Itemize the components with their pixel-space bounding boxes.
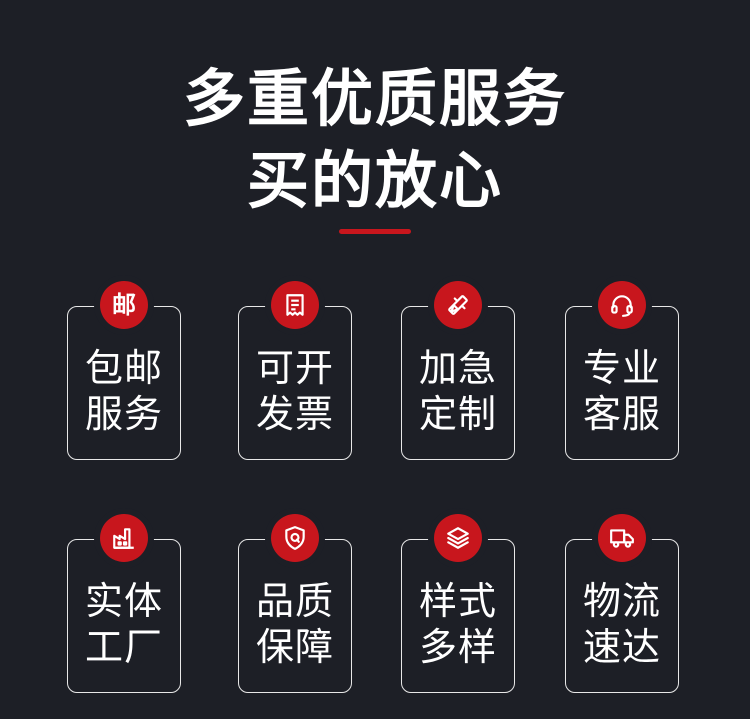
card-line-1: 样式 [418,579,497,623]
service-card-factory: 实体 工厂 [67,514,181,693]
card-line-1: 专业 [582,346,661,390]
service-card-customer-service: 专业 客服 [565,281,679,460]
service-card-invoice: 可开 发票 [238,281,352,460]
card-line-2: 发票 [255,392,334,436]
title-divider [339,229,411,234]
service-card-quality: 品质 保障 [238,514,352,693]
service-card-free-shipping: 邮 包邮 服务 [67,281,181,460]
card-line-2: 多样 [418,625,497,669]
badge-text: 邮 [112,291,136,319]
mail-badge-icon: 邮 [100,281,148,329]
service-card-styles: 样式 多样 [401,514,515,693]
truck-icon [598,514,646,562]
card-line-1: 加急 [418,346,497,390]
card-line-2: 服务 [84,392,163,436]
card-line-1: 品质 [255,579,334,623]
card-line-1: 实体 [84,579,163,623]
pencil-ruler-icon [434,281,482,329]
card-line-2: 保障 [255,625,334,669]
service-card-rush-custom: 加急 定制 [401,281,515,460]
heading-line-1: 多重优质服务 [182,62,567,135]
card-line-2: 客服 [582,392,661,436]
headset-icon [598,281,646,329]
layers-icon [434,514,482,562]
card-line-2: 定制 [418,392,497,436]
shield-q-icon [271,514,319,562]
card-line-2: 工厂 [84,625,163,669]
service-card-logistics: 物流 速达 [565,514,679,693]
heading-line-2: 买的放心 [246,144,503,217]
card-line-1: 可开 [255,346,334,390]
card-line-1: 物流 [582,579,661,623]
card-line-1: 包邮 [84,346,163,390]
card-line-2: 速达 [582,625,661,669]
factory-icon [100,514,148,562]
receipt-icon [271,281,319,329]
